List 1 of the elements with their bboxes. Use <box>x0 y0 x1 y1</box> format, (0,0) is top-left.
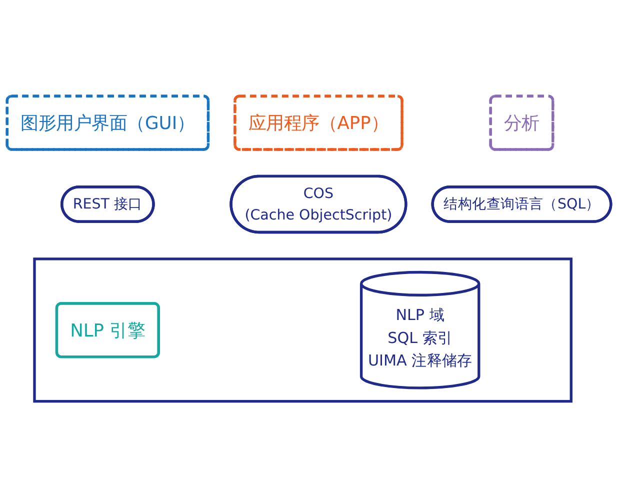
cluster <box>33 257 572 402</box>
